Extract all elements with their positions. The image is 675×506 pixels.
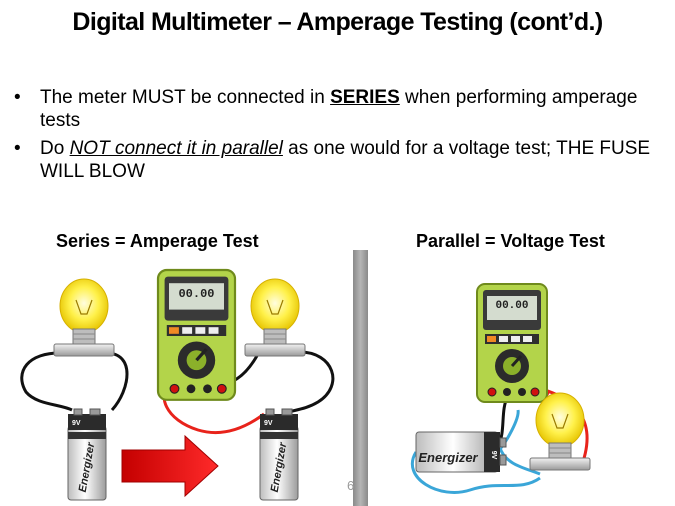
bullet-2-emphasis: NOT connect it in parallel: [69, 138, 283, 159]
bullet-item-2: • Do NOT connect it in parallel as one w…: [14, 137, 654, 183]
bullet-1-text-pre: The meter MUST be connected in: [40, 87, 331, 108]
battery-brand-label: Energizer: [418, 450, 478, 465]
battery-voltage-label: 9V: [264, 420, 273, 427]
battery-icon: [415, 431, 507, 473]
parallel-caption: Parallel = Voltage Test: [416, 231, 605, 251]
bullet-item-1: • The meter MUST be connected in SERIES …: [14, 86, 654, 132]
bullet-dot: •: [14, 138, 21, 159]
blue-wire: [410, 451, 541, 494]
lightbulb-icon: [529, 392, 591, 471]
bullet-1-text-post: when performing amperage tests: [40, 87, 638, 131]
arrow-icon: [121, 434, 219, 498]
meter-display-left: 00.00: [178, 287, 214, 301]
battery-voltage-label: 9V: [490, 451, 497, 460]
page-number: 6: [347, 478, 355, 493]
bullet-1-emphasis: SERIES: [330, 87, 400, 108]
bullet-2-text-post: as one would for a voltage test; THE FUS…: [40, 138, 651, 182]
lightbulb-icon: [244, 278, 306, 357]
bullet-2-text-pre: Do: [40, 138, 70, 159]
series-circuit: 00.00 9V Energizer 9V Energizer: [20, 268, 335, 501]
lightbulb-icon: [53, 278, 115, 357]
black-wire: [281, 350, 335, 416]
meter-display-right: 00.00: [495, 300, 528, 312]
parallel-circuit: 00.00 Energizer 9V: [410, 282, 591, 494]
bullet-dot: •: [14, 87, 21, 108]
black-wire: [20, 351, 73, 412]
battery-voltage-label: 9V: [72, 420, 81, 427]
divider-bar: [353, 250, 368, 506]
series-caption: Series = Amperage Test: [56, 231, 259, 251]
slide-title: Digital Multimeter – Amperage Testing (c…: [72, 8, 603, 36]
bullet-list: • The meter MUST be connected in SERIES …: [14, 86, 654, 188]
black-wire: [105, 351, 129, 412]
